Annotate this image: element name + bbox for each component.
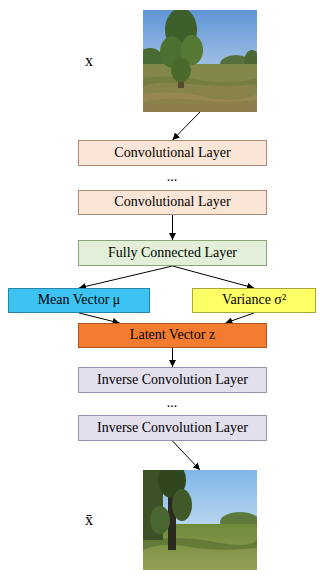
image-label: x bbox=[85, 51, 93, 70]
output-image-frame: x̄ bbox=[143, 470, 257, 570]
flow-arrow bbox=[225, 313, 254, 323]
process-box: Latent Vector z bbox=[78, 323, 267, 348]
layer-name: Inverse Convolution Layer bbox=[97, 372, 248, 389]
tree-crown bbox=[172, 489, 192, 521]
layer-name: Convolutional Layer bbox=[114, 194, 230, 211]
layer-name: Mean Vector μ bbox=[38, 292, 121, 309]
process-box: Variance σ² bbox=[192, 288, 316, 313]
ground-texture bbox=[143, 76, 257, 86]
process-box: Convolutional Layer bbox=[78, 190, 267, 215]
ellipsis-label: ... bbox=[167, 396, 178, 410]
flow-arrow bbox=[79, 266, 173, 288]
ellipsis-label: ... bbox=[167, 170, 178, 184]
process-box: Inverse Convolution Layer bbox=[78, 367, 267, 393]
layer-name: Convolutional Layer bbox=[114, 145, 230, 162]
ground bbox=[143, 64, 257, 112]
tree-crown bbox=[171, 58, 191, 82]
flow-arrow bbox=[172, 348, 173, 367]
process-box: Mean Vector μ bbox=[8, 288, 150, 313]
input-image-frame: x bbox=[143, 10, 257, 112]
flow-arrow bbox=[79, 313, 120, 323]
flow-arrow bbox=[173, 441, 201, 470]
flow-arrow bbox=[173, 266, 255, 288]
layer-name: Inverse Convolution Layer bbox=[97, 420, 248, 437]
flow-arrow bbox=[173, 112, 201, 140]
output-image bbox=[143, 470, 257, 570]
process-box: Inverse Convolution Layer bbox=[78, 415, 267, 441]
layer-name: Latent Vector z bbox=[130, 327, 215, 344]
input-image bbox=[143, 10, 257, 112]
tree-crown bbox=[150, 506, 170, 534]
process-box: Fully Connected Layer bbox=[78, 240, 267, 266]
layer-name: Fully Connected Layer bbox=[108, 245, 237, 262]
image-label: x̄ bbox=[85, 510, 93, 529]
layer-name: Variance σ² bbox=[222, 292, 286, 309]
process-box: Convolutional Layer bbox=[78, 140, 267, 166]
ground-texture bbox=[143, 93, 257, 102]
flow-arrow bbox=[172, 215, 173, 240]
